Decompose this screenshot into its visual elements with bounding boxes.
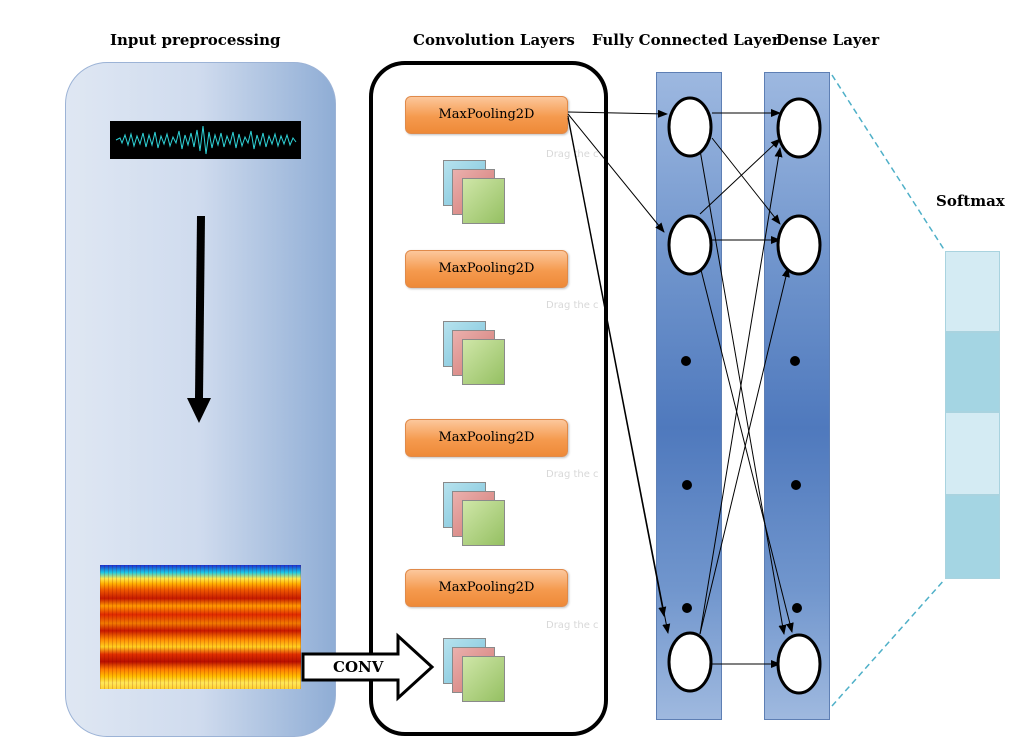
convolution-layers-heading: Convolution Layers — [413, 31, 575, 49]
ghost-text-1: Drag the c — [546, 149, 599, 160]
dense-layer-heading: Dense Layer — [776, 31, 880, 49]
maxpooling-block-1: MaxPooling2D — [405, 96, 568, 134]
dense-neurons — [776, 97, 822, 695]
conv-arrow-icon — [301, 632, 435, 702]
softmax-heading: Softmax — [936, 192, 1005, 210]
ghost-text-4: Drag the c — [546, 620, 599, 631]
softmax-cell-3 — [945, 412, 1000, 495]
feature-map-stack-1 — [443, 160, 507, 226]
ghost-text-2: Drag the c — [546, 300, 599, 311]
softmax-cell-4 — [945, 495, 1000, 579]
convolution-layers-panel — [369, 61, 608, 736]
down-arrow-icon — [187, 215, 211, 423]
fc-to-dense-arrows — [699, 109, 794, 668]
audio-waveform-image — [110, 121, 301, 159]
waveform-graphic — [115, 125, 297, 155]
softmax-cell-2 — [945, 332, 1000, 412]
ellipsis-dots — [681, 356, 802, 613]
conv-arrow-label: CONV — [333, 658, 384, 676]
softmax-dashed-bottom — [831, 578, 946, 707]
maxpooling-block-3: MaxPooling2D — [405, 419, 568, 457]
spectrogram-image — [100, 565, 301, 689]
softmax-cell-1 — [945, 251, 1000, 332]
fully-connected-layer-heading: Fully Connected Layer — [592, 31, 780, 49]
feature-map-stack-3 — [443, 482, 507, 548]
maxpooling-block-2: MaxPooling2D — [405, 250, 568, 288]
maxpooling-block-4: MaxPooling2D — [405, 569, 568, 607]
input-preprocessing-heading: Input preprocessing — [110, 31, 281, 49]
spectrogram-texture — [100, 565, 301, 689]
softmax-dashed-top — [831, 74, 946, 252]
feature-map-stack-2 — [443, 321, 507, 387]
feature-map-stack-4 — [443, 638, 507, 704]
fc-neurons — [667, 96, 713, 693]
ghost-text-3: Drag the c — [546, 469, 599, 480]
pooling-to-fc-arrows — [567, 109, 671, 634]
